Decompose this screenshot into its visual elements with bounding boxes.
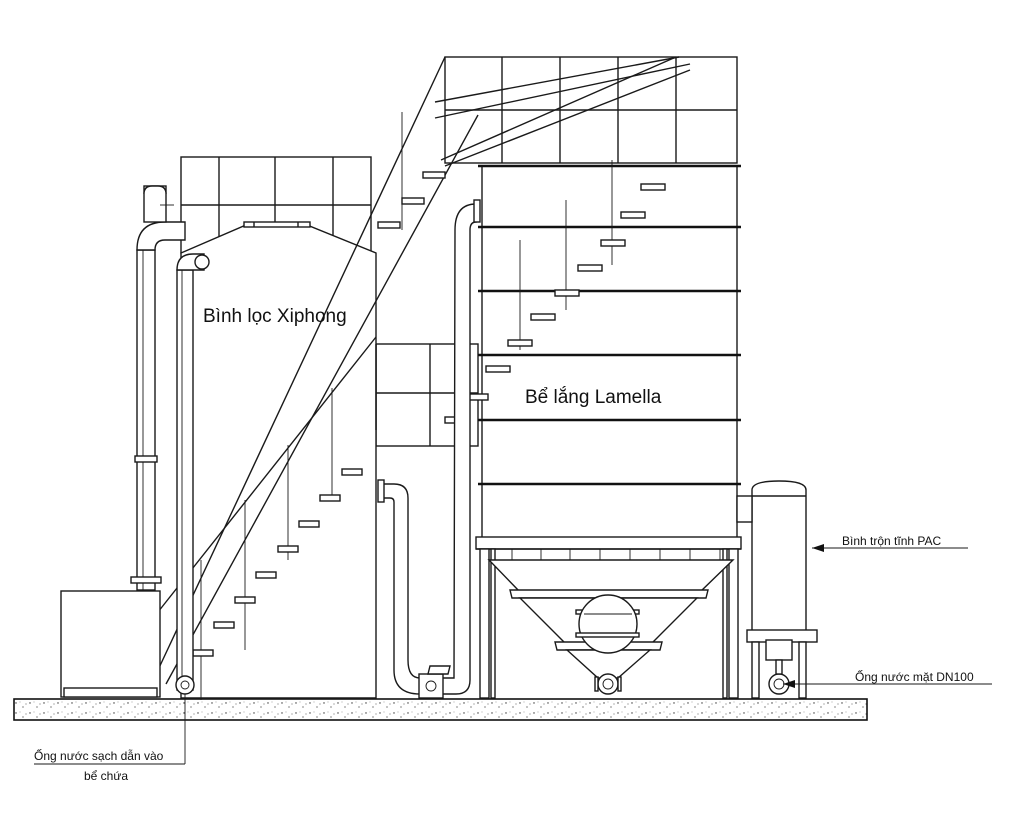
upper-platform-railing	[444, 56, 738, 164]
static-mixer-label: Bình trộn tĩnh PAC	[842, 534, 941, 548]
clean-pipe-label-line1: Ống nước sạch dẫn vào	[34, 748, 164, 763]
filter-tank-label: Bình lọc Xiphong	[203, 306, 347, 327]
lamella-tank	[475, 164, 742, 699]
connecting-pipe	[377, 199, 481, 699]
backwash-pipe	[130, 185, 186, 591]
siphon-filter-tank	[180, 221, 377, 699]
pump-box	[60, 590, 161, 698]
surface-pipe-label: Ống nước mặt DN100	[855, 669, 974, 684]
filter-inner-pipe	[175, 253, 210, 695]
concrete-foundation	[13, 698, 868, 721]
clean-pipe-label-line2: bể chứa	[84, 769, 128, 783]
annotation-leaders	[34, 544, 992, 765]
staircase	[157, 56, 691, 700]
lamella-tank-label: Bể lắng Lamella	[525, 386, 662, 408]
static-mixer	[736, 480, 818, 699]
